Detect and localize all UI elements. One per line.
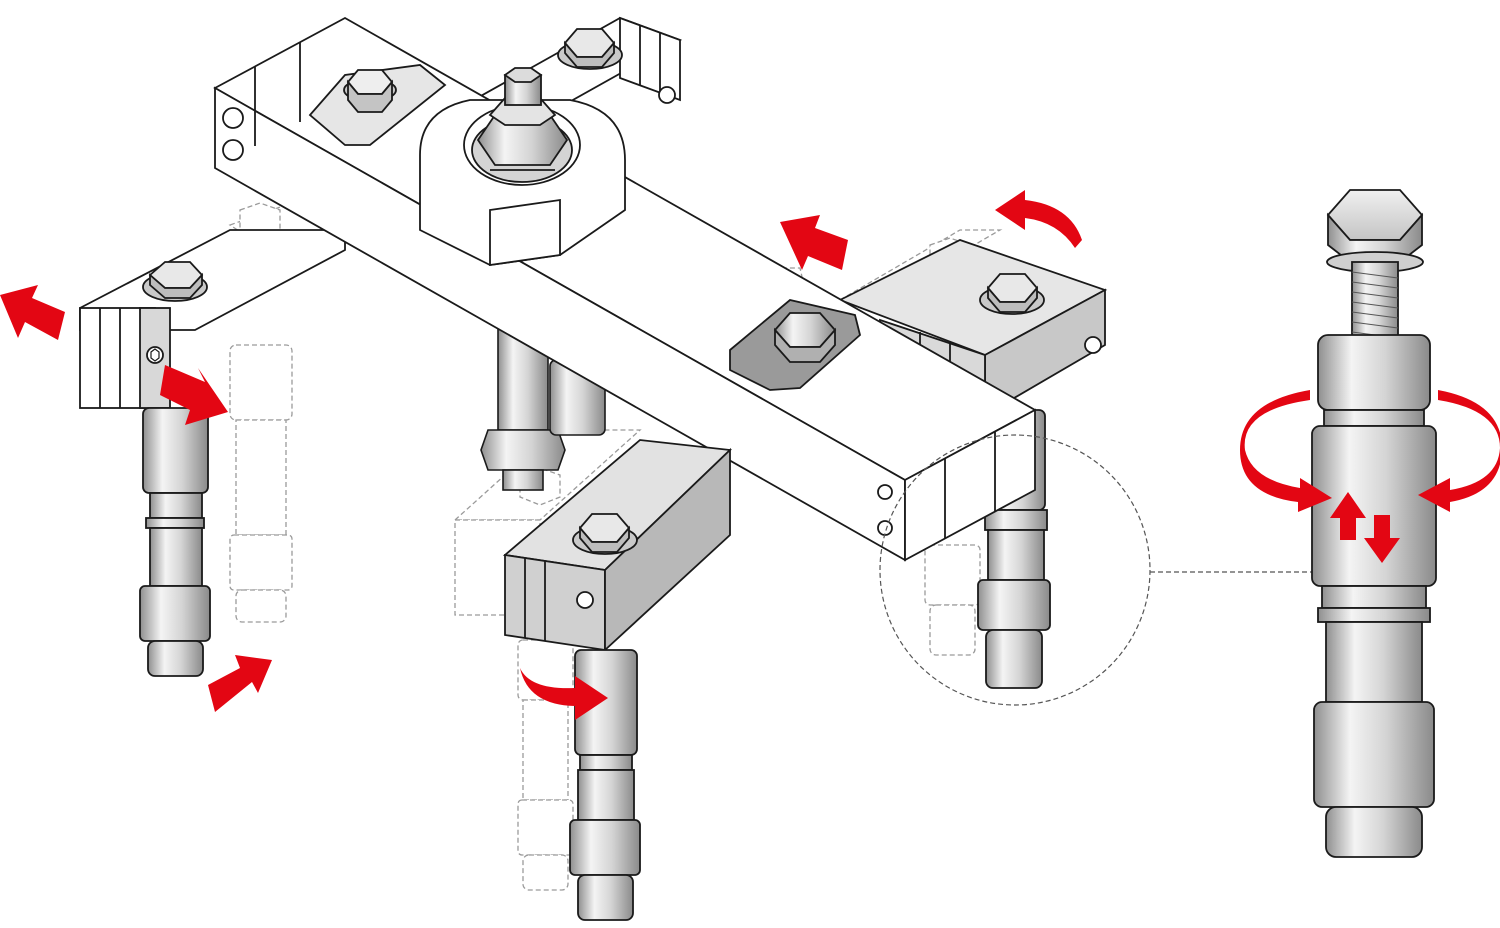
front-arm: [502, 439, 733, 653]
left-arm: [79, 229, 346, 409]
front-leg: [569, 649, 641, 921]
straight-arrow-icon: [160, 365, 228, 425]
t-clamp-left: [308, 64, 447, 146]
curved-arrow-icon: [995, 190, 1082, 248]
straight-arrow-icon: [1330, 492, 1366, 540]
main-beam: [213, 16, 1037, 562]
center-hub: [419, 67, 626, 267]
straight-arrow-icon: [0, 285, 65, 340]
curved-arrow-icon: [1240, 390, 1332, 512]
ghost-right-leg: [924, 544, 981, 656]
straight-arrow-icon: [1364, 515, 1400, 563]
motion-arrows: [0, 190, 1500, 720]
straight-arrow-icon: [780, 215, 848, 270]
curved-arrow-icon: [1418, 390, 1500, 512]
straight-arrow-icon: [208, 655, 272, 712]
detail-callout: [879, 434, 1330, 706]
ghost-front-leg: [517, 639, 574, 891]
left-leg: [139, 407, 211, 677]
curved-arrow-icon: [520, 668, 608, 720]
ghost-left-leg: [229, 344, 293, 623]
slider-clamp: [729, 299, 862, 391]
detail-leg: [1311, 189, 1437, 858]
